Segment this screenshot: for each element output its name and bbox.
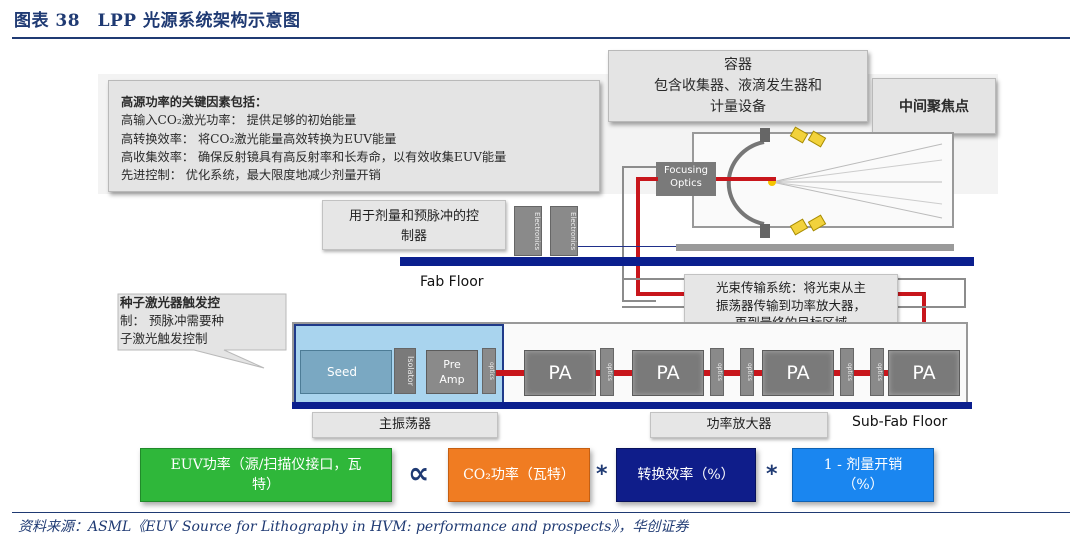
beam-transport-line-2: 振荡器传输到功率放大器， xyxy=(715,297,866,313)
master-oscillator-text: 主振荡器 xyxy=(378,417,431,432)
source-note: 资料来源：ASML《EUV Source for Lithography in … xyxy=(18,519,689,535)
euv-power-line-1: EUV功率（源/扫描仪接口，瓦 xyxy=(170,456,362,473)
focusing-optics-label-1: Focusing xyxy=(663,165,709,176)
dose-controller-label-1: 用于剂量和预脉冲的控 xyxy=(348,209,479,224)
seed-trigger-bubble xyxy=(117,293,287,369)
power-amplifier-3: PA xyxy=(762,350,834,396)
co2-power-term: CO₂功率（瓦特） xyxy=(448,448,590,502)
dose-overhead-line-2: （%） xyxy=(842,477,884,493)
optics-label: optics xyxy=(846,363,853,381)
vessel-stage xyxy=(676,244,954,251)
pa-label: PA xyxy=(656,362,680,384)
co2-power-text: CO₂功率（瓦特） xyxy=(463,466,575,483)
key-factors-callout: 高源功率的关键因素包括： 高输入CO₂激光功率： 提供足够的初始能量 高转换效率… xyxy=(108,80,600,192)
electronics-rack: Electronics xyxy=(514,206,542,256)
laser-beam-vessel xyxy=(716,177,776,181)
multiply-symbol-2: * xyxy=(766,462,778,487)
key-factor-line: 高转换效率： 将CO₂激光能量高效转换为EUV能量 xyxy=(121,131,397,146)
power-amplifier-1: PA xyxy=(524,350,596,396)
preamp-label-1: Pre xyxy=(443,358,461,371)
vessel-chamber xyxy=(692,132,954,228)
electronics-label: Electronics xyxy=(533,211,541,251)
seed-laser: Seed xyxy=(300,350,392,394)
preamp-label-2: Amp xyxy=(439,373,465,387)
vessel-desc-1: 包含收集器、液滴发生器和 xyxy=(654,78,822,94)
isolator-label: Isolator xyxy=(406,356,415,386)
beam-transport-line-1: 光束传输系统：将光束从主 xyxy=(715,280,866,295)
control-link-line xyxy=(578,246,676,247)
focusing-optics-label-2: Optics xyxy=(670,178,702,189)
intermediate-focus-callout: 中间聚焦点 xyxy=(872,78,996,134)
vessel-callout: 容器 包含收集器、液滴发生器和 计量设备 xyxy=(608,50,868,122)
mo-optics: optics xyxy=(482,348,496,394)
seed-trigger-text: 种子激光器触发控 制： 预脉冲需要种 子激光触发控制 xyxy=(120,294,280,348)
subfab-floor-label: Sub-Fab Floor xyxy=(852,414,948,430)
seed-label: Seed xyxy=(327,365,357,379)
title-divider xyxy=(12,37,1070,39)
pa-optics: optics xyxy=(710,348,724,396)
master-oscillator-label: 主振荡器 xyxy=(312,412,498,438)
laser-beam-riser xyxy=(636,177,658,181)
focusing-optics: Focusing Optics xyxy=(656,162,716,196)
pa-optics: optics xyxy=(600,348,614,396)
power-amplifier-text: 功率放大器 xyxy=(706,417,772,432)
dose-controller-callout: 用于剂量和预脉冲的控 制器 xyxy=(322,200,506,250)
optics-label: optics xyxy=(606,363,613,381)
dose-overhead-term: 1 - 剂量开销 （%） xyxy=(792,448,934,502)
pa-optics: optics xyxy=(840,348,854,396)
figure-title: 图表 38 LPP 光源系统架构示意图 xyxy=(14,11,301,31)
key-factor-line: 高收集效率： 确保反射镜具有高反射率和长寿命，以有效收集EUV能量 xyxy=(121,149,507,164)
power-amplifier-2: PA xyxy=(632,350,704,396)
euv-power-term: EUV功率（源/扫描仪接口，瓦 特） xyxy=(140,448,392,502)
pa-optics: optics xyxy=(740,348,754,396)
subfab-floor xyxy=(292,402,972,409)
optics-label: optics xyxy=(746,363,753,381)
key-factors-heading: 高源功率的关键因素包括： xyxy=(121,95,268,109)
power-amplifier-label: 功率放大器 xyxy=(650,412,828,438)
conversion-efficiency-text: 转换效率（%） xyxy=(637,466,735,483)
pa-label: PA xyxy=(548,362,572,384)
optics-label: optics xyxy=(876,363,883,381)
seed-trigger-line-3: 子激光触发控制 xyxy=(120,331,208,347)
key-factor-line: 高输入CO₂激光功率： 提供足够的初始能量 xyxy=(121,113,357,128)
isolator: Isolator xyxy=(394,348,416,394)
beam-housing-upper xyxy=(622,166,656,302)
collector-diagram xyxy=(726,126,943,238)
vessel-desc-2: 计量设备 xyxy=(710,99,766,115)
intermediate-focus-label: 中间聚焦点 xyxy=(899,99,969,115)
electronics-rack: Electronics xyxy=(550,206,578,256)
conversion-efficiency-term: 转换效率（%） xyxy=(616,448,756,502)
pa-label: PA xyxy=(912,362,936,384)
optics-label: optics xyxy=(488,362,495,380)
vessel-title: 容器 xyxy=(724,57,752,73)
dose-overhead-line-1: 1 - 剂量开销 xyxy=(823,456,903,473)
dose-controller-label-2: 制器 xyxy=(400,229,427,245)
euv-power-line-2: 特） xyxy=(252,477,280,493)
power-amplifier-4: PA xyxy=(888,350,960,396)
key-factor-line: 先进控制： 优化系统，最大限度地减少剂量开销 xyxy=(121,168,381,183)
preamp: Pre Amp xyxy=(426,350,478,394)
multiply-symbol-1: * xyxy=(596,462,608,487)
fab-floor xyxy=(400,257,974,266)
optics-label: optics xyxy=(716,363,723,381)
fab-floor-label: Fab Floor xyxy=(420,274,484,290)
laser-beam-vertical xyxy=(636,177,640,295)
electronics-label: Electronics xyxy=(569,211,577,251)
proportional-symbol: ∝ xyxy=(408,456,430,491)
pa-label: PA xyxy=(786,362,810,384)
source-divider xyxy=(12,512,1070,513)
pa-optics: optics xyxy=(870,348,884,396)
seed-trigger-line-2: 制： 预脉冲需要种 xyxy=(120,313,224,329)
seed-trigger-line-1: 种子激光器触发控 xyxy=(120,295,221,310)
